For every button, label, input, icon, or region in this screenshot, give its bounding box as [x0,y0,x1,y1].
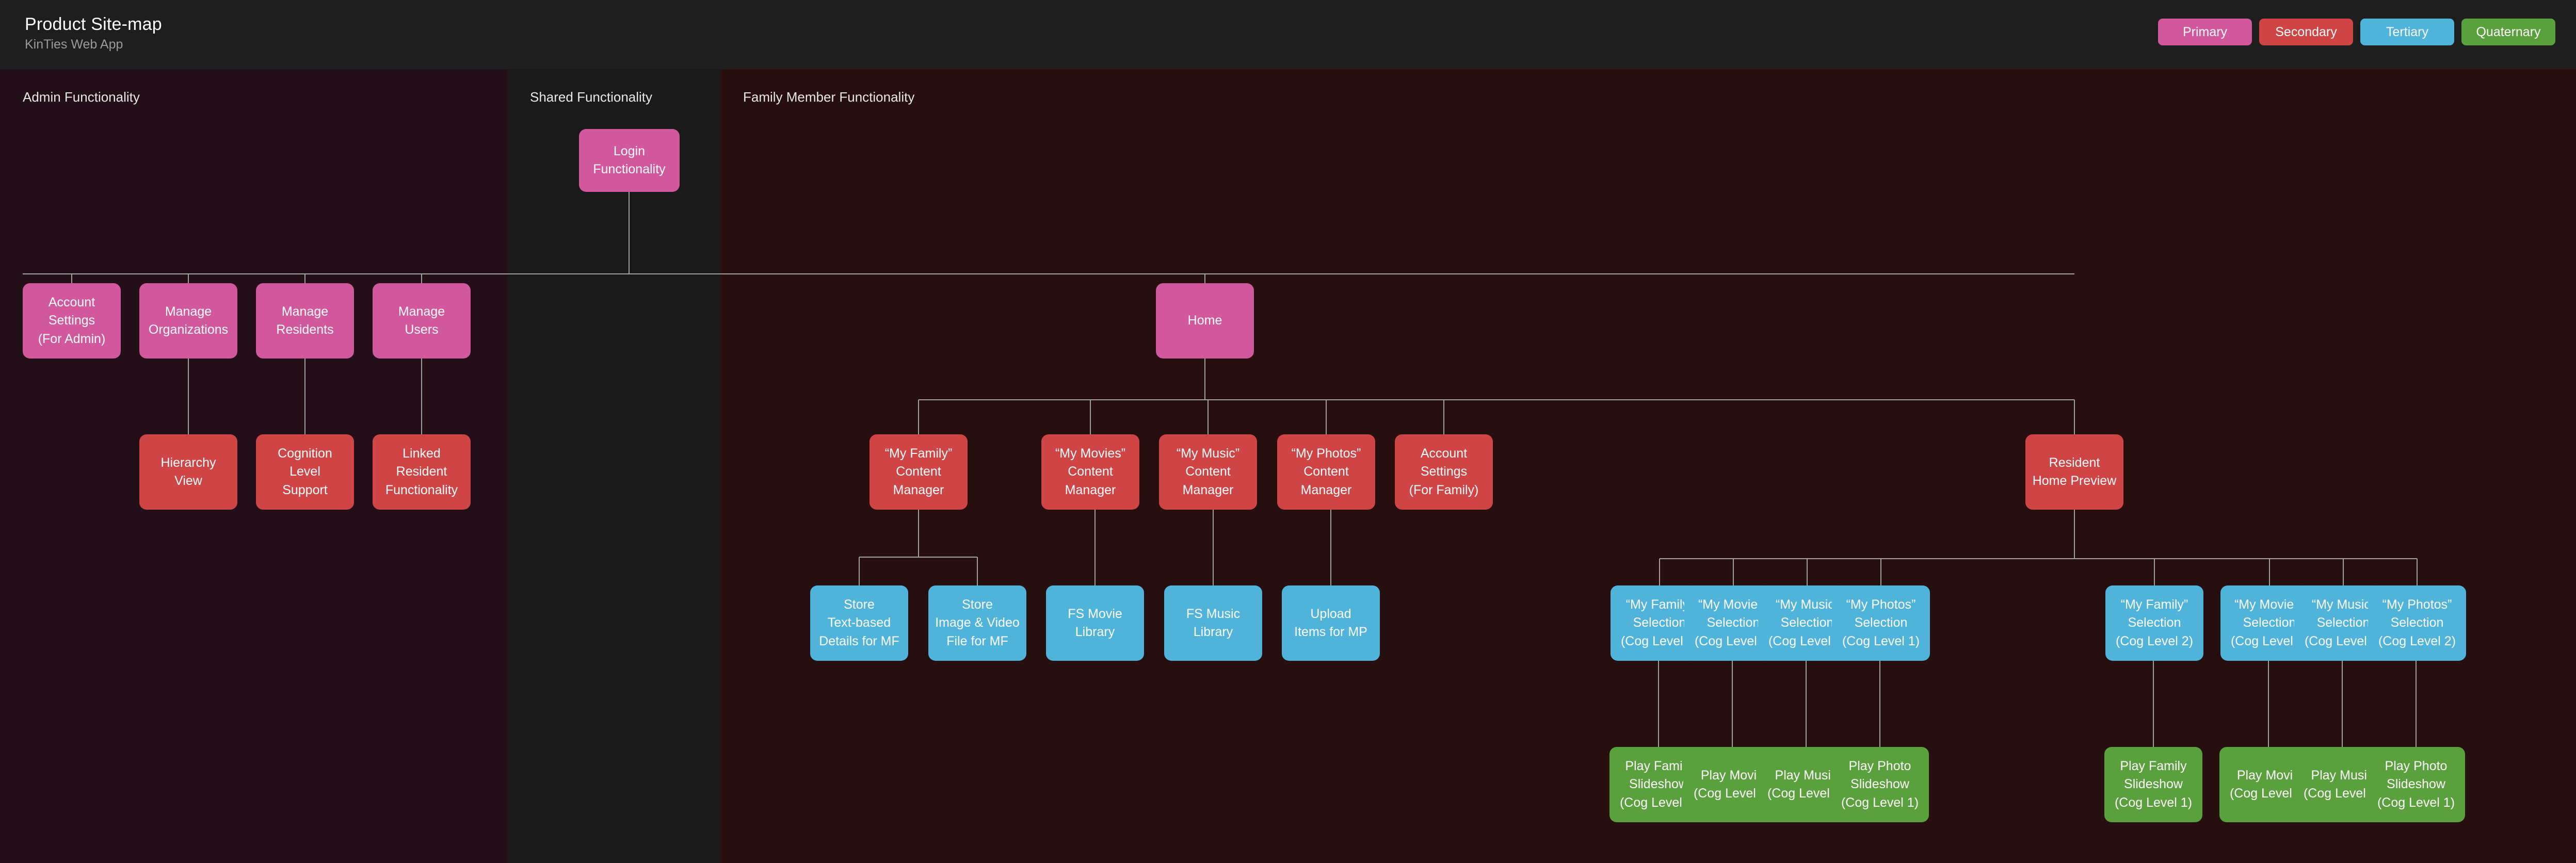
legend-chip-quaternary[interactable]: Quaternary [2461,19,2555,45]
node-cm-family[interactable]: “My Family” Content Manager [870,434,968,510]
node-mng-residents[interactable]: Manage Residents [256,283,354,359]
node-cognition[interactable]: Cognition Level Support [256,434,354,510]
node-linked-res[interactable]: Linked Resident Functionality [373,434,471,510]
node-mng-users[interactable]: Manage Users [373,283,471,359]
node-play-family-2[interactable]: Play Family Slideshow (Cog Level 1) [2104,747,2202,822]
legend-chip-primary[interactable]: Primary [2158,19,2252,45]
node-fs-movie[interactable]: FS Movie Library [1046,585,1144,661]
column-label-family: Family Member Functionality [743,89,915,105]
node-upload-mp[interactable]: Upload Items for MP [1282,585,1380,661]
legend-chip-tertiary[interactable]: Tertiary [2360,19,2454,45]
column-shared: Shared Functionality [507,69,720,863]
node-store-img[interactable]: Store Image & Video File for MF [928,585,1026,661]
column-family: Family Member Functionality [720,69,2576,863]
node-fs-music[interactable]: FS Music Library [1164,585,1262,661]
column-label-shared: Shared Functionality [530,89,653,105]
column-label-admin: Admin Functionality [23,89,140,105]
node-sel-photos-2[interactable]: “My Photos” Selection (Cog Level 2) [2368,585,2466,661]
page-title: Product Site-map [25,14,162,34]
node-play-photo-1[interactable]: Play Photo Slideshow (Cog Level 1) [1831,747,1929,822]
node-login[interactable]: Login Functionality [579,129,680,192]
node-cm-music[interactable]: “My Music” Content Manager [1159,434,1257,510]
legend: Primary Secondary Tertiary Quaternary [2158,19,2555,45]
node-acct-family[interactable]: Account Settings (For Family) [1395,434,1493,510]
node-mng-orgs[interactable]: Manage Organizations [139,283,237,359]
legend-chip-secondary[interactable]: Secondary [2259,19,2353,45]
app-header: Product Site-map KinTies Web App Primary… [0,0,2576,69]
node-cm-movies[interactable]: “My Movies” Content Manager [1041,434,1139,510]
node-store-text[interactable]: Store Text-based Details for MF [810,585,908,661]
node-sel-photos-1[interactable]: “My Photos” Selection (Cog Level 1) [1832,585,1930,661]
node-sel-family-2[interactable]: “My Family” Selection (Cog Level 2) [2105,585,2203,661]
node-cm-photos[interactable]: “My Photos” Content Manager [1277,434,1375,510]
node-acct-admin[interactable]: Account Settings (For Admin) [23,283,121,359]
node-hierarchy[interactable]: Hierarchy View [139,434,237,510]
node-home[interactable]: Home [1156,283,1254,359]
node-res-home-prev[interactable]: Resident Home Preview [2025,434,2123,510]
node-play-photo-2[interactable]: Play Photo Slideshow (Cog Level 1) [2367,747,2465,822]
page-subtitle: KinTies Web App [25,37,123,52]
